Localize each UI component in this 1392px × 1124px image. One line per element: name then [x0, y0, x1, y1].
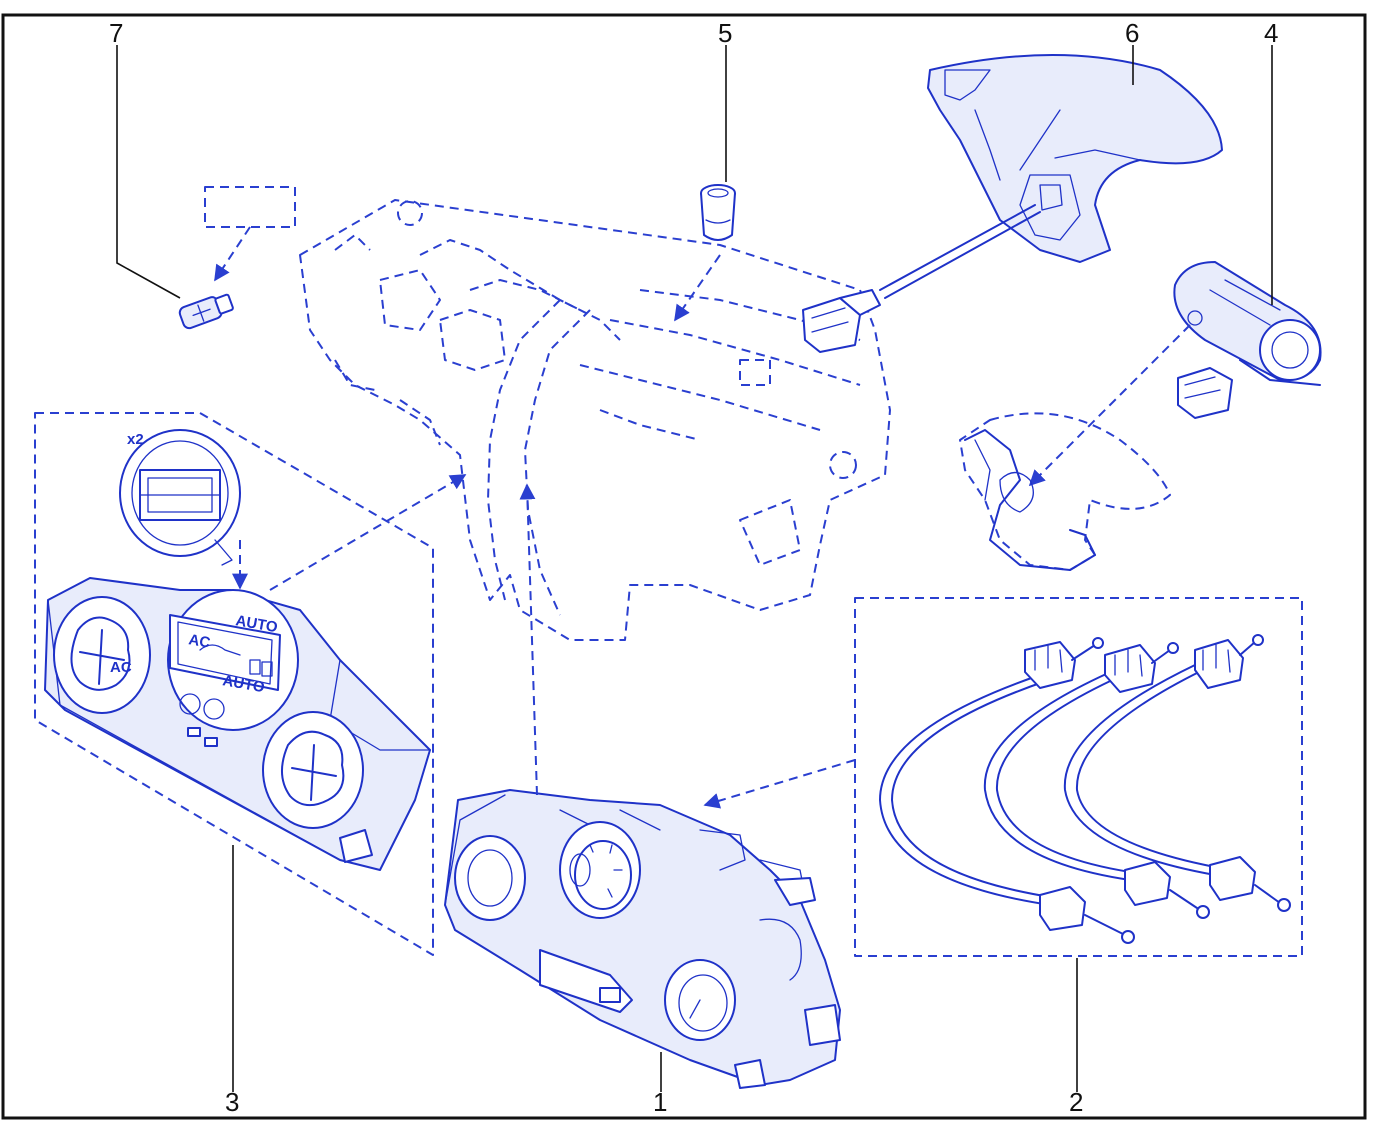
- switch-connector: [1177, 367, 1233, 419]
- quantity-label: x2: [127, 431, 144, 448]
- shroud-connector: [802, 289, 881, 353]
- ignition-switch: [1173, 261, 1322, 419]
- steering-shroud: [802, 54, 1223, 353]
- callout-1: 1: [653, 1087, 667, 1117]
- ac-knob-label: AC: [110, 659, 132, 676]
- diagram-frame: [1, 13, 1367, 1120]
- cable-set-box: [854, 597, 1303, 957]
- auto-climate-panel-group: x2 AC AC AUTO AUTO: [34, 412, 434, 956]
- lower-shroud: [959, 412, 1171, 571]
- bulb: [178, 293, 234, 330]
- dashboard-outline: [299, 199, 891, 641]
- bulb-location-box: [204, 186, 296, 228]
- callout-2: 2: [1069, 1087, 1083, 1117]
- bulb-assembly: [178, 186, 296, 330]
- auto-climate-panel: AC AC AUTO AUTO: [44, 577, 431, 871]
- cable-set: [854, 597, 1303, 957]
- socket: [700, 184, 736, 241]
- callout-4: 4: [1264, 18, 1278, 48]
- callout-6: 6: [1125, 18, 1139, 48]
- auto-panel-box: [34, 412, 434, 956]
- manual-climate-panel: [444, 789, 841, 1089]
- bezel-ring: [119, 429, 241, 566]
- callout-5: 5: [718, 18, 732, 48]
- callout-7: 7: [109, 18, 123, 48]
- leader-lines: [116, 45, 1273, 1092]
- callout-3: 3: [225, 1087, 239, 1117]
